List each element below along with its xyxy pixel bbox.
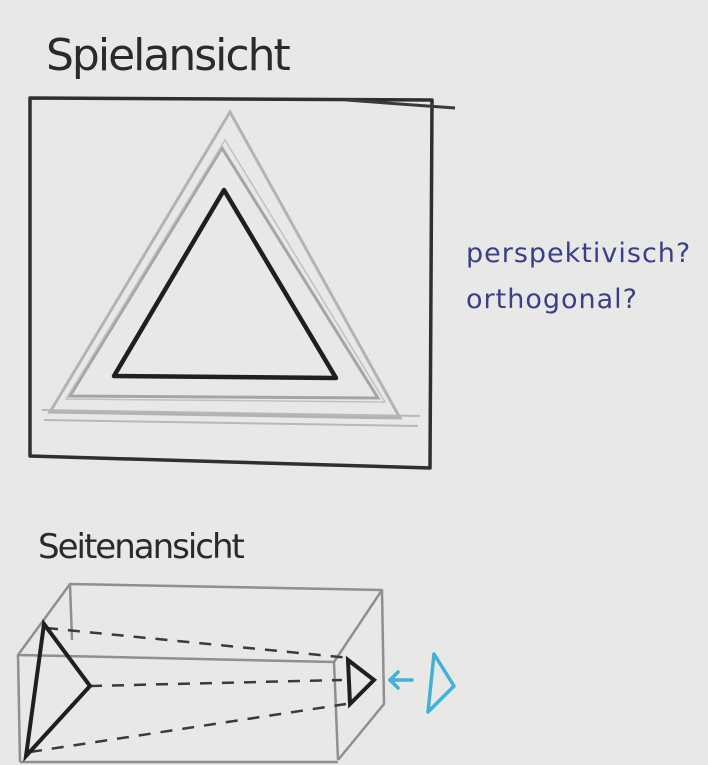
inner-triangle — [111, 187, 339, 381]
side-triangle-back — [23, 618, 93, 763]
front-view-frame — [28, 96, 456, 470]
eye-arrow-icon — [388, 652, 456, 714]
front-view-title: Spielansicht — [46, 30, 290, 81]
side-view-title: Seitenansicht — [38, 527, 245, 567]
projection-lines — [29, 626, 351, 754]
outer-triangle — [47, 109, 403, 420]
note-orthogonal: orthogonal? — [466, 284, 638, 315]
middle-triangle — [64, 138, 387, 403]
side-view-box — [16, 582, 386, 764]
note-perspective: perspektivisch? — [466, 238, 691, 269]
side-triangle-front — [345, 655, 378, 709]
